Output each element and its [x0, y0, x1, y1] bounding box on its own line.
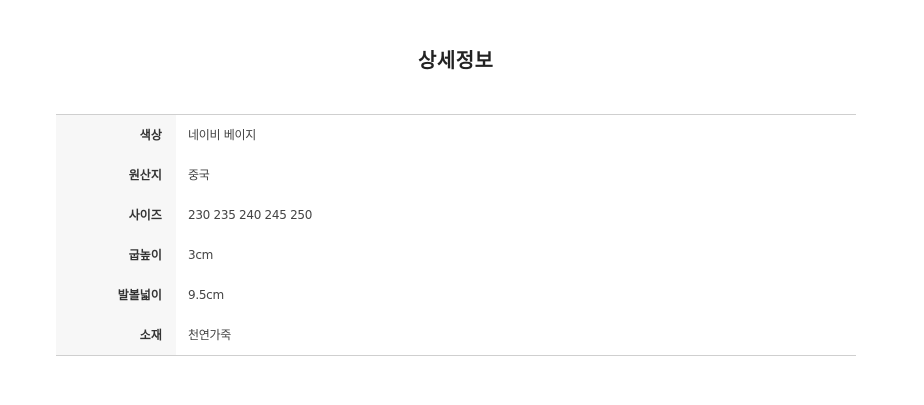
spec-row-foot-width: 발볼넓이 9.5cm — [56, 275, 856, 315]
spec-label: 사이즈 — [56, 195, 176, 235]
spec-value: 중국 — [188, 168, 210, 182]
spec-label: 색상 — [56, 115, 176, 155]
spec-value: 230 235 240 245 250 — [188, 208, 313, 222]
section-title: 상세정보 — [418, 48, 494, 72]
spec-label: 원산지 — [56, 155, 176, 195]
spec-row-color: 색상 네이비 베이지 — [56, 115, 856, 155]
spec-label: 소재 — [56, 315, 176, 355]
spec-value: 3cm — [188, 248, 214, 262]
spec-label: 발볼넓이 — [56, 275, 176, 315]
spec-row-size: 사이즈 230 235 240 245 250 — [56, 195, 856, 235]
spec-row-origin: 원산지 중국 — [56, 155, 856, 195]
spec-table: 색상 네이비 베이지 원산지 중국 사이즈 230 235 240 245 25… — [56, 114, 856, 356]
spec-value: 9.5cm — [188, 288, 224, 302]
spec-row-material: 소재 천연가죽 — [56, 315, 856, 355]
spec-value: 네이비 베이지 — [188, 128, 256, 142]
spec-value: 천연가죽 — [188, 328, 231, 342]
spec-label: 굽높이 — [56, 235, 176, 275]
spec-row-heel-height: 굽높이 3cm — [56, 235, 856, 275]
